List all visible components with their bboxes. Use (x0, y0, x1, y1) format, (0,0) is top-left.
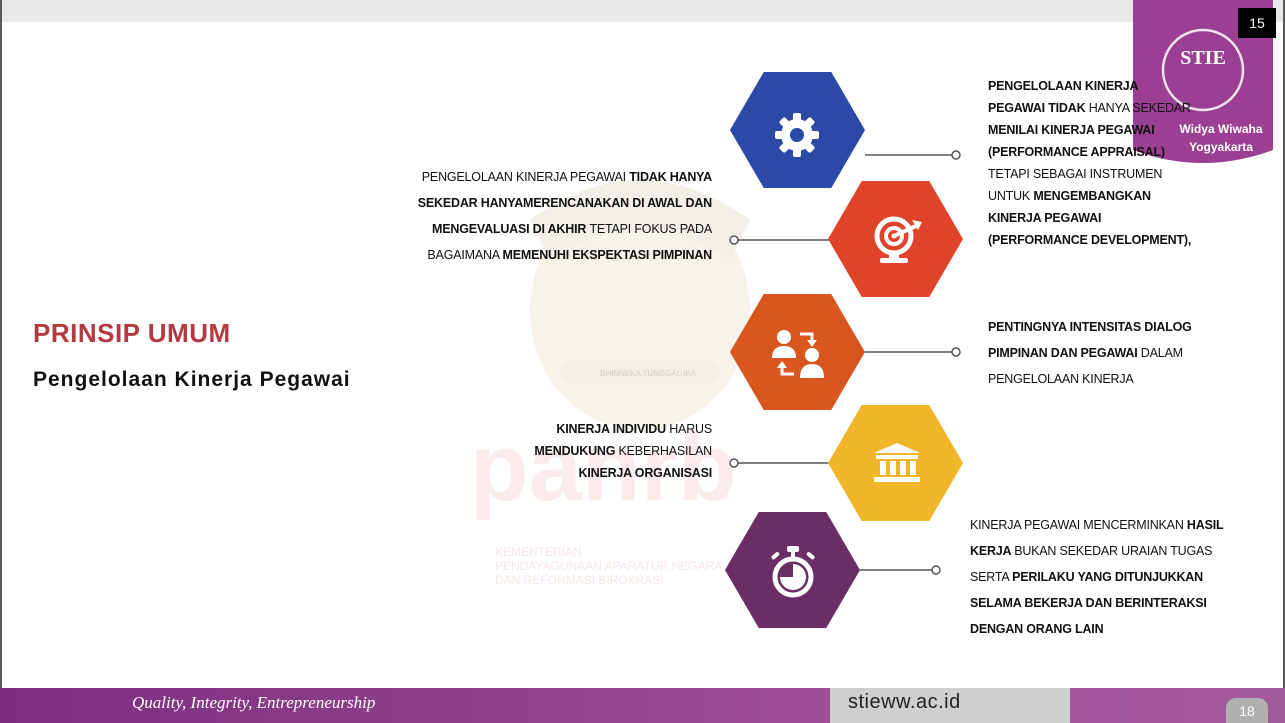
hexagon-3 (730, 294, 865, 410)
top-bar (0, 0, 1285, 22)
slide-subtitle: Pengelolaan Kinerja Pegawai (33, 368, 351, 391)
principle-5-part-2: HASIL KERJA (970, 518, 1224, 558)
logo-line1: Widya Wiwaha (1179, 122, 1262, 136)
institution-icon (874, 443, 920, 482)
watermark-word: panrb (470, 414, 737, 521)
principle-4-part-1: KINERJA INDIVIDU (556, 422, 670, 436)
principle-5-part-4: PERILAKU YANG DITUNJUKKAN SELAMA BEKERJA… (970, 570, 1207, 636)
frame-right-border (1283, 0, 1285, 688)
dialog-users-icon (772, 330, 824, 378)
page-number-badge: 15 (1238, 8, 1276, 38)
stie-logo: STIE Widya Wiwaha Yogyakarta (1133, 0, 1273, 163)
principle-5-text: KINERJA PEGAWAI MENCERMINKAN HASIL KERJA… (970, 512, 1240, 642)
hexagon-2 (828, 181, 963, 297)
principle-1-part-1: PENGELOLAAN KINERJA PEGAWAI TIDAK (988, 79, 1138, 115)
principle-1-text: PENGELOLAAN KINERJA PEGAWAI TIDAK HANYA … (988, 75, 1193, 251)
principle-2-part-3: TETAPI FOKUS PADA BAGAIMANA (427, 222, 712, 262)
principle-4-part-5: KINERJA ORGANISASI (578, 466, 713, 480)
principle-3-part-1: PENTINGNYA INTENSITAS DIALOG PIMPINAN DA… (988, 320, 1192, 360)
watermark-line2: PENDAYAGUNAAN APARATUR NEGARA (495, 559, 722, 573)
principle-1-part-5: MENGEMBANGKAN KINERJA PEGAWAI (PERFORMAN… (988, 189, 1192, 247)
panrb-watermark: panrb KEMENTERIAN PENDAYAGUNAAN APARATUR… (470, 180, 750, 587)
principle-1-part-3: MENILAI KINERJA PEGAWAI (PERFORMANCE APP… (988, 123, 1165, 159)
footer-bar (0, 688, 1285, 723)
principle-4-text: KINERJA INDIVIDU HARUS MENDUKUNG KEBERHA… (520, 418, 712, 484)
watermark-motto: BHINNEKA TUNGGAL IKA (600, 369, 697, 378)
principle-2-part-1: PENGELOLAAN KINERJA PEGAWAI (421, 170, 630, 184)
logo-initials: STIE (1180, 47, 1226, 69)
principle-2-part-4: MEMENUHI EKSPEKTASI PIMPINAN (502, 248, 713, 262)
principle-2-text: PENGELOLAAN KINERJA PEGAWAI TIDAK HANYA … (410, 164, 712, 268)
footer-site: stieww.ac.id (848, 691, 961, 713)
footer-quote: Quality, Integrity, Entrepreneurship (132, 693, 376, 712)
footer-site-box (830, 688, 1070, 723)
stopwatch-icon (771, 546, 815, 598)
principle-4-part-2: HARUS (669, 422, 712, 436)
watermark-line1: KEMENTERIAN (495, 545, 582, 559)
principle-5-part-1: KINERJA PEGAWAI MENCERMINKAN (970, 518, 1187, 532)
footer-page-number: 18 (1226, 698, 1268, 723)
principle-4-part-3: MENDUKUNG (534, 444, 619, 458)
principle-2-part-2: TIDAK HANYA SEKEDAR HANYAMERENCANAKAN DI… (417, 170, 712, 236)
principle-1-part-2: HANYA SEKEDAR (1088, 101, 1191, 115)
watermark-line3: DAN REFORMASI BIROKRASI (495, 573, 664, 587)
gear-icon (775, 113, 819, 157)
principle-5-part-3: BUKAN SEKEDAR URAIAN TUGAS SERTA (970, 544, 1213, 584)
principle-1-part-4: TETAPI SEBAGAI INSTRUMEN UNTUK (988, 167, 1163, 203)
principle-3-text: PENTINGNYA INTENSITAS DIALOG PIMPINAN DA… (988, 314, 1228, 392)
frame-left-border (0, 0, 2, 688)
principle-4-part-4: KEBERHASILAN (618, 444, 713, 458)
slide-title: PRINSIP UMUM (33, 318, 231, 348)
logo-line2: Yogyakarta (1189, 140, 1253, 154)
target-icon (874, 216, 922, 263)
principle-3-part-2: DALAM PENGELOLAAN KINERJA (988, 346, 1183, 386)
hexagon-5 (725, 512, 860, 628)
